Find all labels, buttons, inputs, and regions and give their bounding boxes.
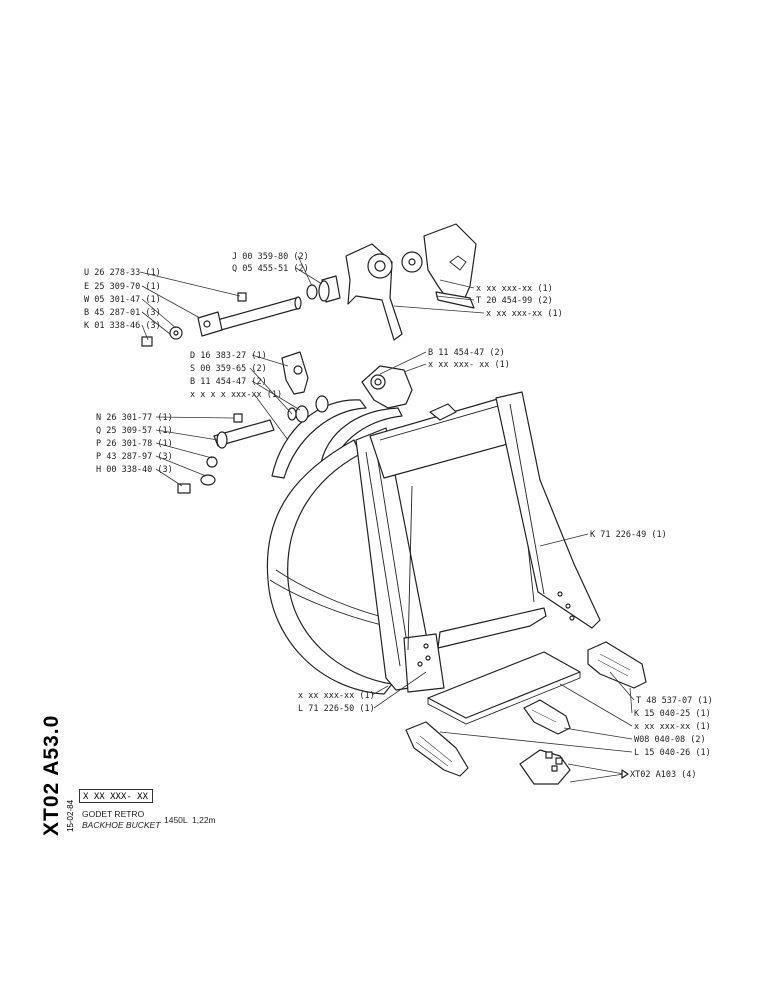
- callout-label: B 11 454-47 (2): [190, 377, 267, 387]
- callout-label: K 01 338-46 (3): [84, 321, 161, 331]
- callout-label: N 26 301-77 (1): [96, 413, 173, 423]
- callout-label: T 48 537-07 (1): [636, 696, 713, 706]
- callout-label: B 45 287-01 (3): [84, 308, 161, 318]
- callout-label: T 20 454-99 (2): [476, 296, 553, 306]
- callout-label: x xx xxx-xx (1): [476, 284, 553, 294]
- callout-label: Q 05 455-51 (2): [232, 264, 309, 274]
- hinge-pin-end: [294, 296, 302, 310]
- cutting-edge-plate: [427, 651, 581, 719]
- callout-labels: U 26 278-33 (1) E 25 309-70 (1) W 05 301…: [84, 252, 713, 783]
- callout-label: H 00 338-40 (3): [96, 465, 173, 475]
- lug-curve-left: [271, 399, 367, 479]
- callout-label: B 11 454-47 (2): [428, 348, 505, 358]
- spec-width: 1450L: [164, 815, 188, 825]
- revision-code-box: X XX XXX- XX: [79, 789, 153, 803]
- lug-bushing: [315, 395, 329, 413]
- washer-mid: [206, 456, 218, 468]
- callout-label: L 71 226-50 (1): [298, 704, 375, 714]
- hinge-pin-top: [209, 297, 301, 333]
- upper-hinge-assembly: [141, 223, 477, 347]
- callout-label: D 16 383-27 (1): [190, 351, 267, 361]
- washer-j: [306, 284, 318, 300]
- callout-label: Q 25 309-57 (1): [96, 426, 173, 436]
- callout-label: U 26 278-33 (1): [84, 268, 161, 278]
- callout-label: P 26 301-78 (1): [96, 439, 173, 449]
- bucket-body: [266, 391, 601, 725]
- callout-label: W08 040-08 (2): [634, 735, 706, 745]
- side-plate-foot: [403, 633, 445, 693]
- callout-label: K 15 040-25 (1): [634, 709, 711, 719]
- side-cutter-left: [405, 721, 469, 777]
- callout-label: E 25 309-70 (1): [84, 282, 161, 292]
- callout-label: x xx xxx-xx (1): [634, 722, 711, 732]
- bucket-shell: [266, 439, 393, 695]
- drawing-code: XT02 A53.0: [40, 714, 63, 836]
- callout-label: x xx xxx-xx (1): [298, 691, 375, 701]
- title-english: BACKHOE BUCKET: [82, 820, 161, 830]
- callout-label: L 15 040-26 (1): [634, 748, 711, 758]
- callout-label: W 05 301-47 (1): [84, 295, 161, 305]
- spec-capacity: 1,22m: [192, 815, 216, 825]
- side-cutter-right: [587, 641, 647, 689]
- bolt-head-mid: [177, 483, 191, 494]
- callout-label: K 71 226-49 (1): [590, 530, 667, 540]
- teeth-and-cutters: [405, 641, 647, 785]
- drawing-date: 15-02-84: [66, 799, 75, 832]
- grease-nipple-top: [237, 292, 247, 302]
- callout-label: J 00 359-80 (2): [232, 252, 309, 262]
- callout-label: XT02 A103 (4): [630, 770, 697, 780]
- title-french: GODET RETRO: [82, 809, 145, 819]
- tooth-adapter: [523, 699, 571, 735]
- callout-label: x xx xxx- xx (1): [428, 360, 510, 370]
- grease-nipple-mid: [233, 413, 243, 423]
- side-plate-right: [495, 391, 601, 629]
- callout-label: P 43 287-97 (3): [96, 452, 173, 462]
- link-plate-b: [361, 365, 413, 409]
- tooth-point: [519, 749, 571, 785]
- arrow-marker: [621, 769, 629, 779]
- callout-label: x x x x xxx-xx (1): [190, 390, 282, 400]
- floor-edge: [437, 607, 547, 649]
- callout-label: S 00 359-65 (2): [190, 364, 267, 374]
- callout-label: x xx xxx-xx (1): [486, 309, 563, 319]
